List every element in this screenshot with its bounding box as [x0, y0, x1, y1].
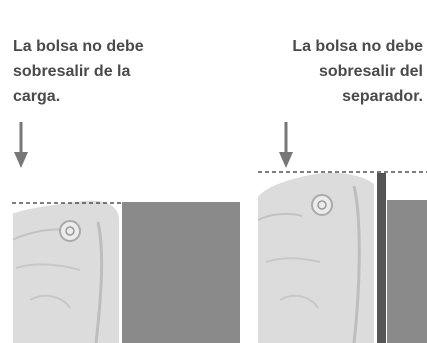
illustration-panel-cargo: La bolsa no debe sobresalir de la carga.	[11, 38, 240, 343]
down-arrow-icon	[14, 122, 28, 168]
separator-board	[377, 173, 386, 343]
inflatable-bag	[12, 200, 119, 343]
valve-icon	[59, 220, 81, 242]
valve-icon	[311, 194, 333, 216]
bag-and-separator-illustration	[257, 171, 427, 343]
down-arrow-icon	[279, 122, 293, 168]
cargo-block	[122, 202, 240, 343]
bag-and-cargo-illustration	[11, 200, 240, 343]
instruction-caption-cargo: La bolsa no debe sobresalir de la carga.	[13, 38, 144, 105]
cargo-block	[387, 200, 427, 343]
instruction-caption-separator: La bolsa no debe sobresalir del separado…	[292, 38, 423, 105]
inflatable-bag	[258, 172, 374, 343]
illustration-panel-separator: La bolsa no debe sobresalir del separado…	[244, 0, 427, 343]
